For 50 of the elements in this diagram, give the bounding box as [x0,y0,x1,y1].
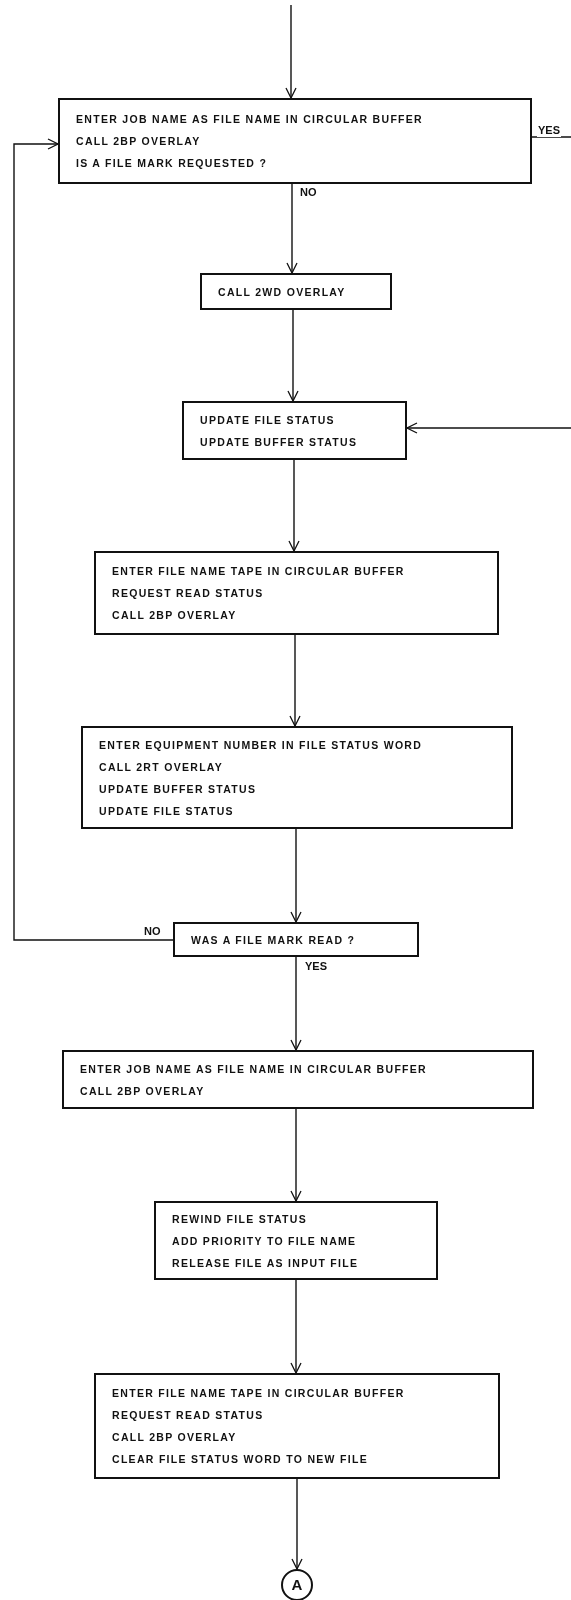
step-text: REWIND FILE STATUS [172,1211,307,1227]
step-text: UPDATE FILE STATUS [200,412,335,428]
step-text: A [291,1576,303,1594]
step-text: CALL 2BP OVERLAY [76,134,201,149]
arrow [13,138,174,941]
edge-label: NO [299,186,318,199]
arrow [287,309,299,402]
arrow [290,828,302,923]
arrow [291,1478,303,1570]
process-box [62,1050,534,1109]
edge-label: NO [143,925,162,938]
arrow [288,459,300,552]
step-text: ENTER FILE NAME TAPE IN CIRCULAR BUFFER [112,1386,405,1401]
step-text: CALL 2WD OVERLAY [218,284,346,300]
step-text: UPDATE BUFFER STATUS [200,434,358,450]
arrow [290,956,302,1051]
step-text: ADD PRIORITY TO FILE NAME [172,1233,357,1249]
step-text: CLEAR FILE STATUS WORD TO NEW FILE [112,1452,368,1467]
step-text: ENTER JOB NAME AS FILE NAME IN CIRCULAR BUFFER [76,112,423,127]
connector-circle [281,1569,313,1600]
arrow [290,1108,302,1202]
arrow [289,634,301,727]
process-box [182,401,407,460]
process-box [94,551,499,635]
arrow [286,183,298,274]
step-text: ENTER FILE NAME TAPE IN CIRCULAR BUFFER [112,564,405,579]
process-box [81,726,513,829]
step-text: UPDATE FILE STATUS [99,803,234,819]
step-text: CALL 2BP OVERLAY [112,1430,237,1445]
arrow [406,422,571,434]
step-text: ENTER EQUIPMENT NUMBER IN FILE STATUS WORD [99,737,423,753]
step-text: IS A FILE MARK REQUESTED ? [76,156,268,171]
step-text: CALL 2BP OVERLAY [80,1083,205,1099]
step-text: REQUEST READ STATUS [112,586,264,601]
step-text: CALL 2RT OVERLAY [99,759,224,775]
process-box [94,1373,500,1479]
process-box [154,1201,438,1280]
edge-label: YES [537,124,561,137]
step-text: WAS A FILE MARK READ ? [191,932,356,948]
arrow [290,1279,302,1374]
step-text: ENTER JOB NAME AS FILE NAME IN CIRCULAR BUFFER [80,1061,427,1077]
step-text: CALL 2BP OVERLAY [112,608,237,623]
decision-box [58,98,532,184]
arrow [285,4,297,99]
decision-box [173,922,419,957]
step-text: REQUEST READ STATUS [112,1408,264,1423]
edge-label: YES [304,960,328,973]
process-box [200,273,392,310]
step-text: UPDATE BUFFER STATUS [99,781,257,797]
step-text: RELEASE FILE AS INPUT FILE [172,1255,359,1271]
